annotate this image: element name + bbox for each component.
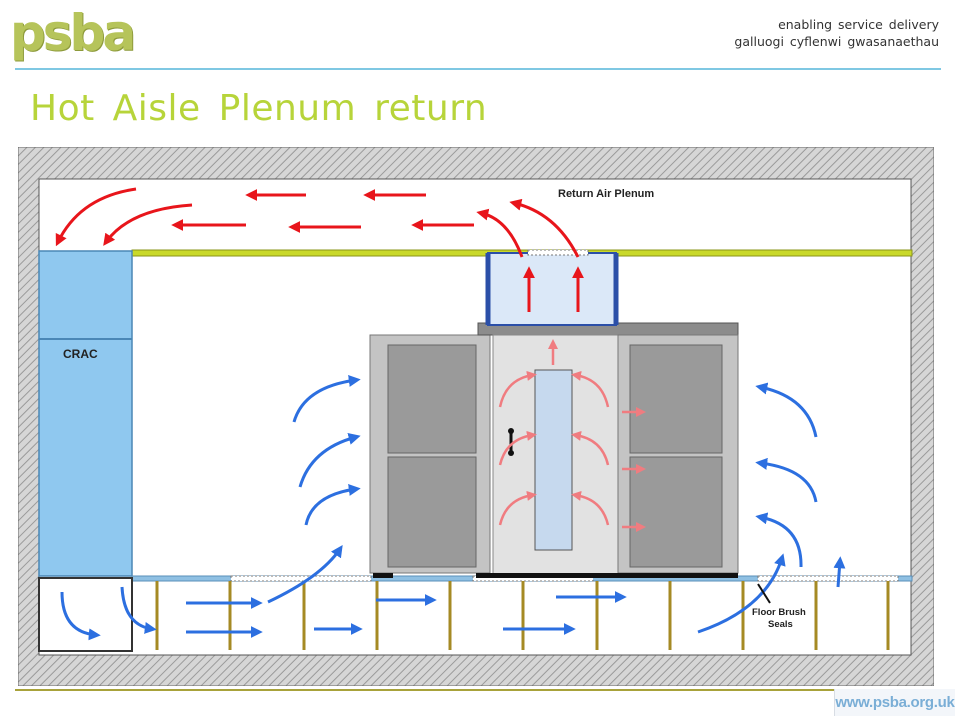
seals-label: Seals: [768, 619, 793, 630]
hot-aisle-duct: [485, 249, 619, 326]
slide-title: Hot Aisle Plenum return: [30, 88, 488, 129]
return-air-plenum-label: Return Air Plenum: [558, 188, 654, 200]
hot-aisle-plenum-diagram: CRAC: [18, 147, 934, 686]
tagline-welsh: galluogi cyflenwi gwasanaethau: [734, 34, 939, 49]
server-racks: [369, 322, 739, 578]
hot-exhaust-arrows: [498, 339, 646, 532]
cold-air-arrows: [60, 375, 846, 641]
return-air-arrows: [55, 187, 584, 312]
floor-brush-label: Floor Brush: [752, 607, 806, 618]
crac-label: CRAC: [63, 347, 98, 361]
website-link[interactable]: www.psba.org.uk: [834, 689, 955, 716]
header-divider: [15, 68, 941, 70]
psba-logo: psba: [10, 4, 136, 62]
tagline-english: enabling service delivery: [778, 17, 939, 32]
floor-brush-pointer: [757, 583, 771, 604]
crac-unit: CRAC: [38, 250, 133, 577]
tagline: enabling service delivery galluogi cyfle…: [734, 16, 939, 50]
footer-divider: [15, 689, 941, 691]
